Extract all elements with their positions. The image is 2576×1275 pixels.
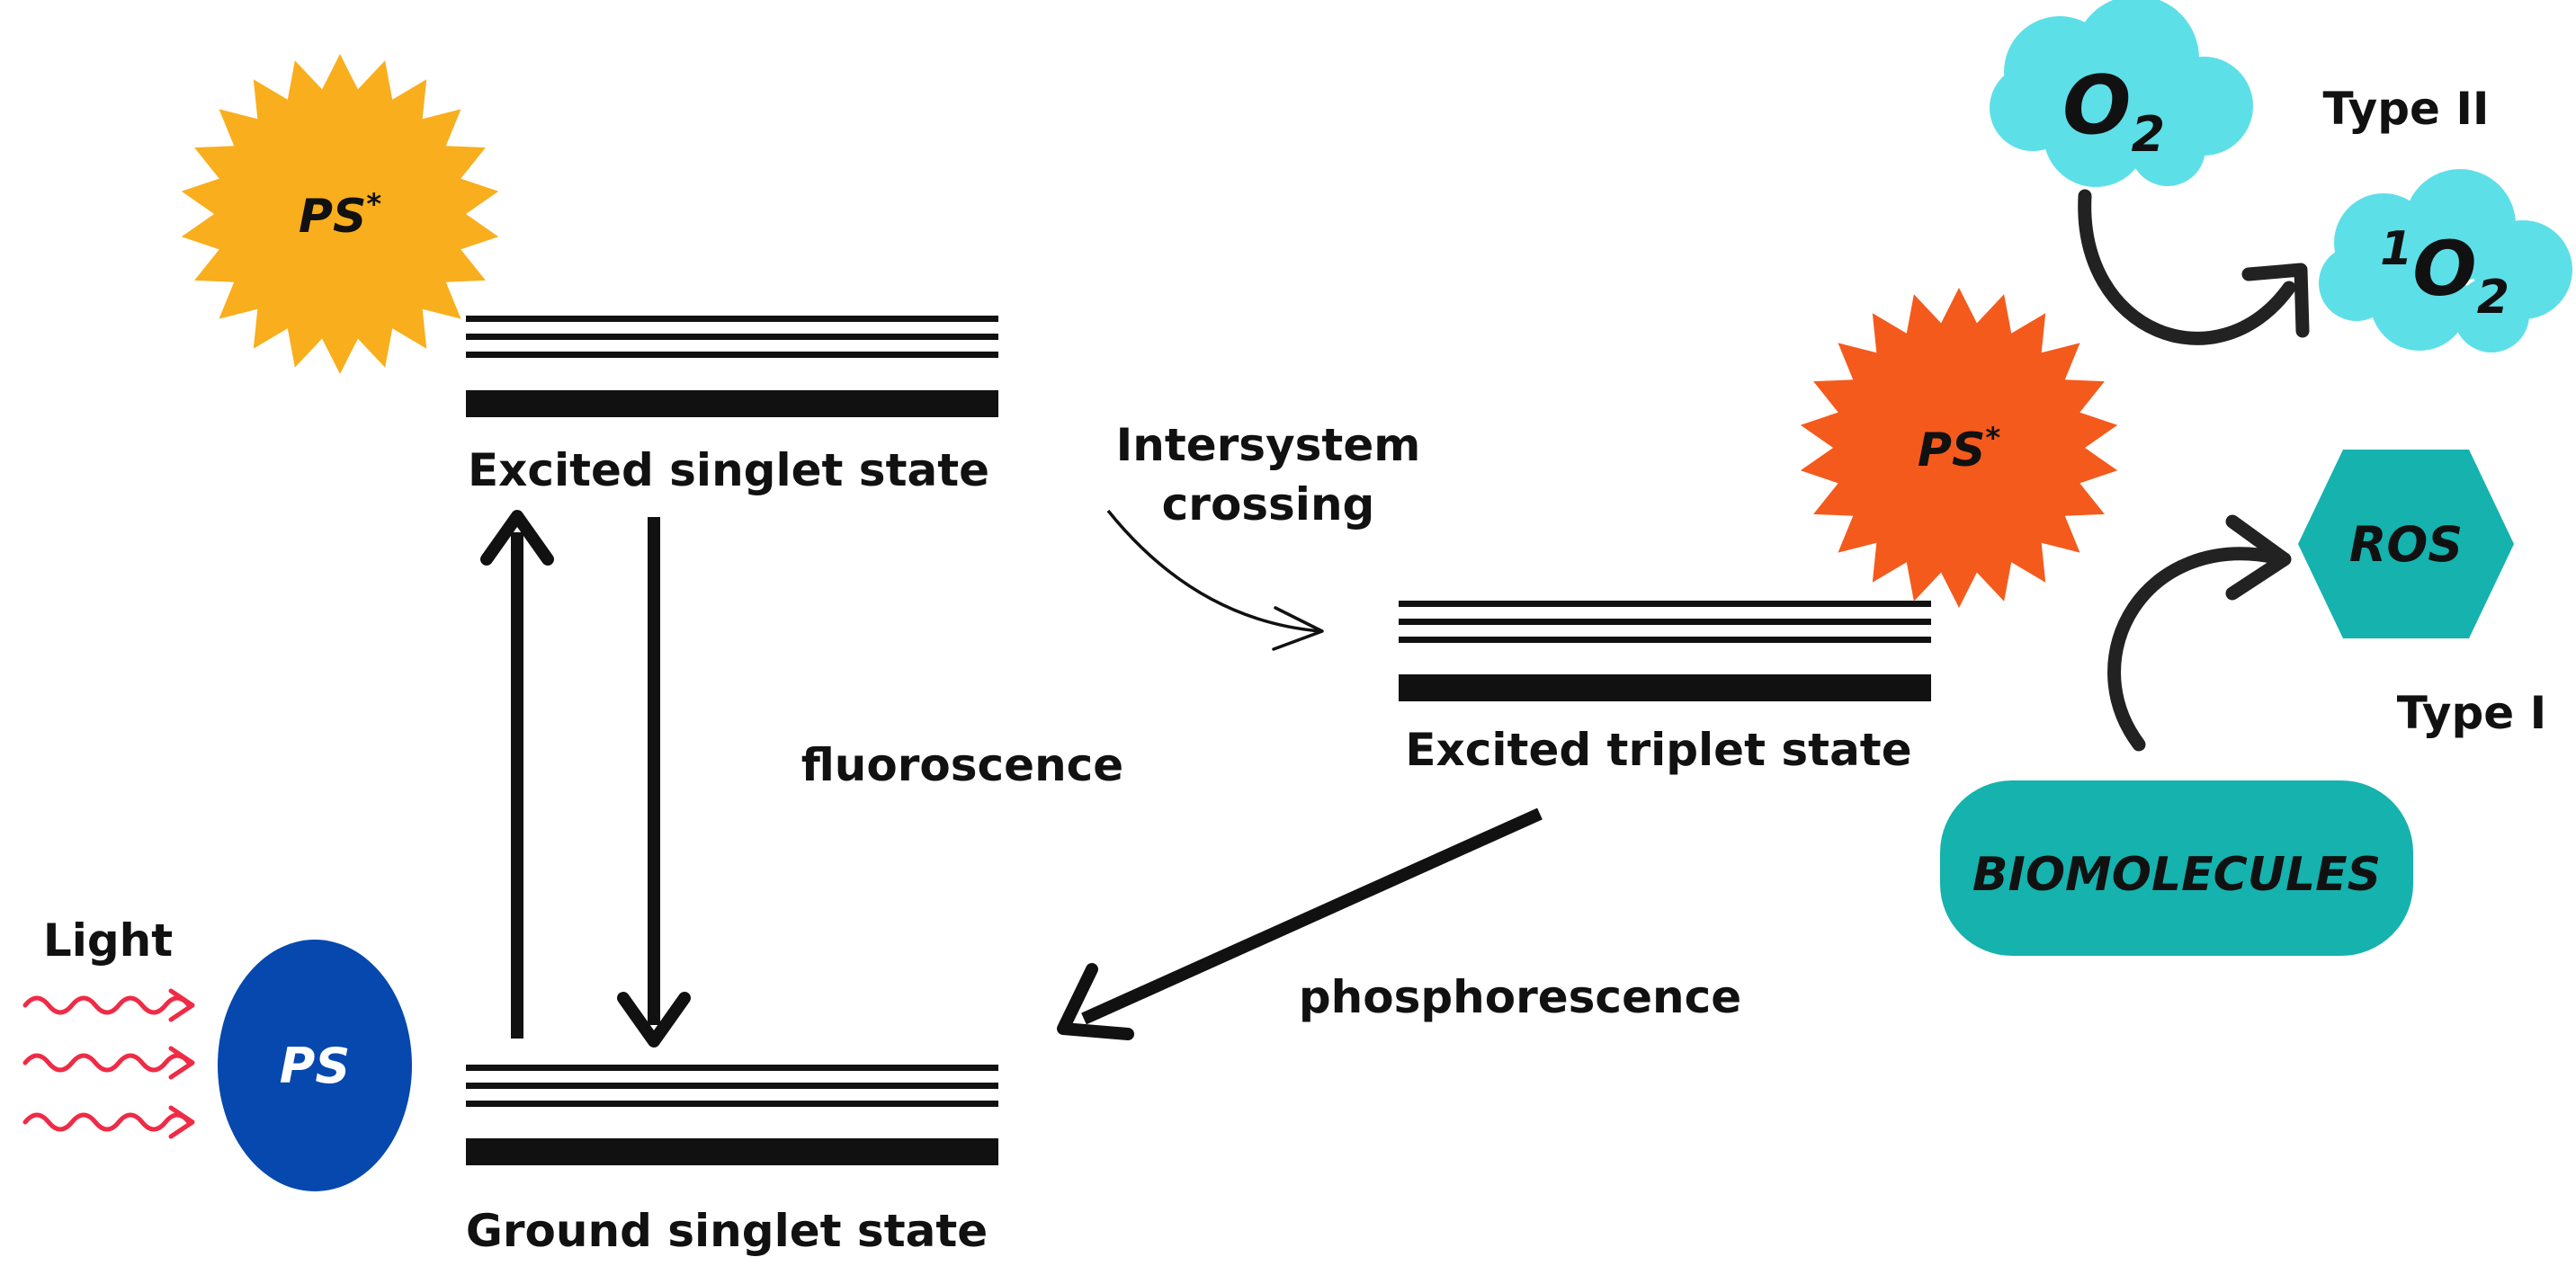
singlet-oxygen-cloud: 1O2: [2319, 169, 2572, 352]
fluorescence-label: fluoroscence: [801, 739, 1123, 791]
absorption-arrow: [480, 510, 554, 1039]
light-wave-1: [22, 995, 192, 1015]
excited-triplet-state-label: Excited triplet state: [1405, 724, 1911, 776]
type-i-arrow: [2107, 514, 2292, 752]
ps-ground-ellipse: PS: [218, 940, 412, 1191]
ps-ground-label: PS: [280, 1038, 350, 1094]
ps-excited-triplet-label: PS*: [1918, 421, 2001, 477]
singlet-oxygen-label: 1O2: [2380, 222, 2509, 325]
fluorescence-arrow: [617, 517, 691, 1048]
phosphorescence-label: phosphorescence: [1299, 971, 1741, 1023]
ps-excited-singlet-burst: PS*: [181, 54, 499, 374]
burst-shape: [181, 54, 499, 374]
excited-singlet-levels: [466, 316, 998, 417]
excited-triplet-levels: [1399, 601, 1931, 701]
ground-singlet-state-label: Ground singlet state: [466, 1205, 988, 1257]
ps-excited-triplet-burst: PS*: [1800, 288, 2118, 608]
ros-label: ROS: [2349, 516, 2463, 573]
type-ii-arrow: [2078, 189, 2310, 345]
light-label: Light: [43, 914, 173, 967]
ps-excited-singlet-label: PS*: [299, 187, 382, 244]
burst-shape: [1800, 288, 2118, 608]
biomolecules-pill: BIOMOLECULES: [1940, 780, 2413, 956]
intersystem-crossing-arrow: [1106, 509, 1324, 651]
light-wave-2: [22, 1053, 192, 1073]
light-wave-3: [22, 1112, 192, 1132]
biomolecules-label: BIOMOLECULES: [1972, 848, 2381, 902]
intersystem-crossing-label-line2: crossing: [1162, 478, 1375, 531]
oxygen-label: O2: [2062, 58, 2165, 163]
excited-singlet-state-label: Excited singlet state: [468, 444, 989, 496]
ground-singlet-levels: [466, 1065, 998, 1165]
type-i-label: Type I: [2397, 687, 2546, 739]
oxygen-cloud: O2: [1990, 0, 2253, 187]
type-ii-label: Type II: [2322, 83, 2489, 135]
light-waves: [22, 988, 195, 1139]
intersystem-crossing-label-line1: Intersystem: [1116, 419, 1421, 471]
phosphorescence-arrow: [1057, 807, 1543, 1040]
ros-hexagon: ROS: [2298, 450, 2514, 638]
